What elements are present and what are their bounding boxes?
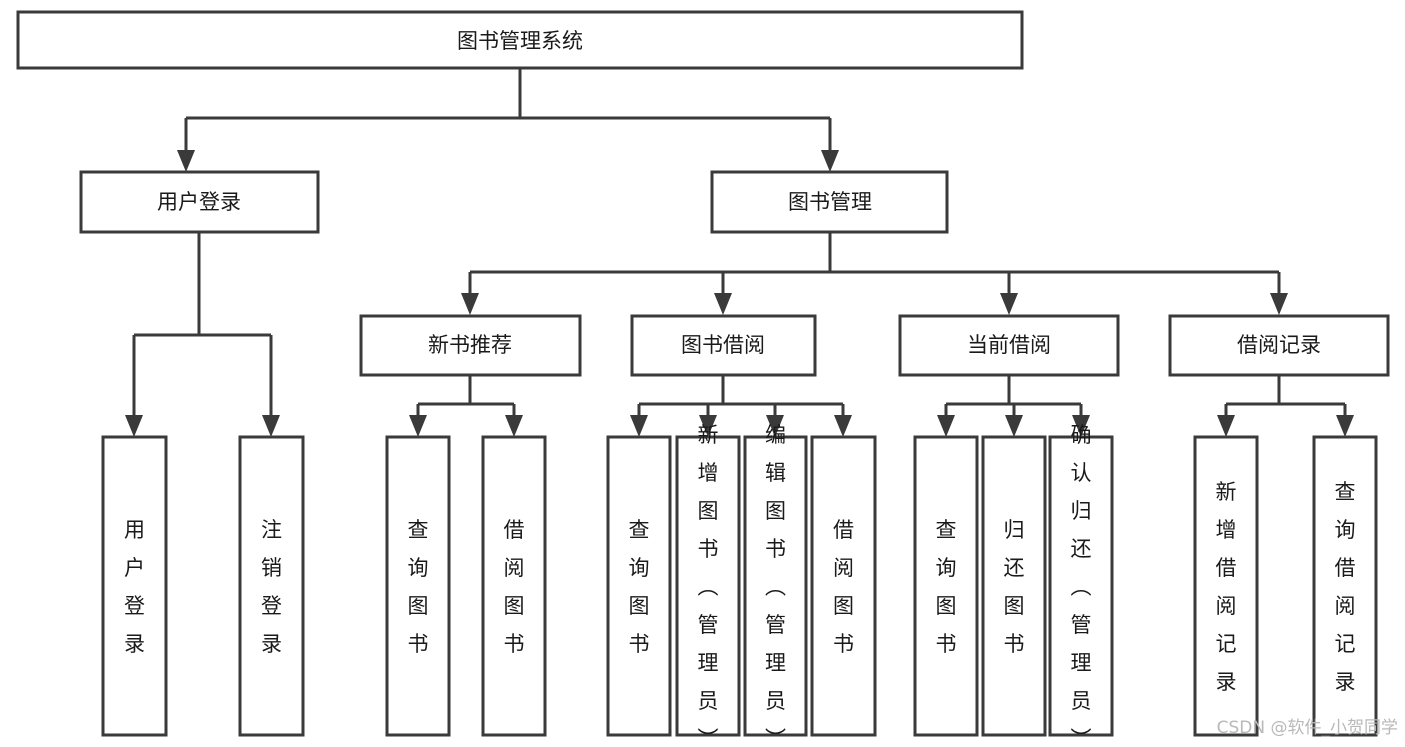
node-borrow-record[interactable]: 借阅记录: [1168, 314, 1390, 377]
node-root-box[interactable]: [16, 10, 1024, 70]
node-leaf-query-book-1-label: 查询图书: [408, 518, 429, 656]
arrowhead-user-login: [177, 150, 195, 172]
node-book-borrow[interactable]: 图书借阅: [630, 314, 817, 377]
node-leaf-confirm-return-admin-label: 确认归还︵管理员︶: [1071, 423, 1092, 747]
node-leaf-return-book-box[interactable]: [981, 435, 1047, 737]
arrowhead-borrow-record: [1270, 293, 1288, 315]
node-leaf-query-book-1[interactable]: 查询图书: [385, 435, 451, 737]
node-leaf-add-book-admin-label: 新增图书︵管理员︶: [698, 423, 719, 747]
node-book-borrow-box[interactable]: [630, 314, 817, 377]
node-new-book-recommend[interactable]: 新书推荐: [359, 314, 582, 377]
node-leaf-add-borrow-record-box[interactable]: [1193, 435, 1259, 737]
arrowhead-leaf-return-book: [1005, 415, 1023, 437]
arrowhead-book-manage: [821, 150, 839, 172]
node-borrow-record-box[interactable]: [1168, 314, 1390, 377]
node-leaf-borrow-book-2[interactable]: 借阅图书: [810, 435, 877, 737]
arrowhead-leaf-add-borrow-record: [1217, 415, 1235, 437]
connector-layer: [125, 68, 1354, 437]
node-leaf-query-book-3-label: 查询图书: [936, 518, 957, 656]
node-leaf-user-login[interactable]: 用户登录: [101, 435, 168, 737]
node-user-login-label: 用户登录: [157, 190, 241, 214]
arrowhead-leaf-query-book-1: [409, 415, 427, 437]
node-leaf-user-login-box[interactable]: [101, 435, 168, 737]
node-book-borrow-label: 图书借阅: [681, 333, 765, 357]
node-current-borrow[interactable]: 当前借阅: [898, 314, 1120, 377]
arrowhead-new-book-recommend: [461, 293, 479, 315]
node-root[interactable]: 图书管理系统: [16, 10, 1024, 70]
node-user-login[interactable]: 用户登录: [79, 170, 320, 234]
leaf-node-layer: 用户登录 注销登录 查询图书 借阅图书 查询图书 新增图书︵管理员︶ 编辑图书︵管理员︶ 借阅…: [101, 423, 1378, 747]
node-leaf-add-borrow-record[interactable]: 新增借阅记录: [1193, 435, 1259, 737]
node-root-label: 图书管理系统: [457, 29, 583, 53]
node-book-manage-box[interactable]: [710, 170, 949, 234]
node-book-manage[interactable]: 图书管理: [710, 170, 949, 234]
node-current-borrow-label: 当前借阅: [967, 333, 1051, 357]
node-current-borrow-box[interactable]: [898, 314, 1120, 377]
node-leaf-borrow-book-1[interactable]: 借阅图书: [481, 435, 547, 737]
node-leaf-edit-book-admin-label: 编辑图书︵管理员︶: [765, 423, 786, 747]
arrowhead-book-borrow: [714, 293, 732, 315]
node-leaf-borrow-book-2-box[interactable]: [810, 435, 877, 737]
arrowhead-leaf-user-login: [125, 415, 143, 437]
node-leaf-add-borrow-record-label: 新增借阅记录: [1216, 480, 1237, 694]
node-book-manage-label: 图书管理: [788, 190, 872, 214]
node-user-login-box[interactable]: [79, 170, 320, 234]
node-leaf-query-book-2-label: 查询图书: [629, 518, 650, 656]
node-leaf-edit-book-admin-box[interactable]: [743, 435, 808, 737]
node-leaf-query-book-3-box[interactable]: [913, 435, 979, 737]
node-leaf-user-login-label: 用户登录: [124, 518, 145, 656]
arrowhead-current-borrow: [1000, 293, 1018, 315]
node-leaf-query-borrow-record-box[interactable]: [1312, 435, 1378, 737]
arrowhead-leaf-borrow-book-1: [505, 415, 523, 437]
node-new-book-recommend-label: 新书推荐: [428, 333, 512, 357]
node-new-book-recommend-box[interactable]: [359, 314, 582, 377]
node-leaf-add-book-admin[interactable]: 新增图书︵管理员︶: [675, 423, 741, 747]
watermark-label: CSDN @软件_小贺同学: [1217, 718, 1398, 738]
node-leaf-return-book[interactable]: 归还图书: [981, 435, 1047, 737]
arrowhead-leaf-borrow-book-2: [834, 415, 852, 437]
node-leaf-borrow-book-1-label: 借阅图书: [504, 518, 525, 656]
arrowhead-leaf-query-book-2: [630, 415, 648, 437]
node-leaf-query-book-2-box[interactable]: [606, 435, 672, 737]
node-leaf-edit-book-admin[interactable]: 编辑图书︵管理员︶: [743, 423, 808, 747]
node-leaf-add-book-admin-box[interactable]: [675, 435, 741, 737]
node-leaf-confirm-return-admin-box[interactable]: [1048, 435, 1114, 737]
node-leaf-logout[interactable]: 注销登录: [238, 435, 305, 737]
node-leaf-borrow-book-1-box[interactable]: [481, 435, 547, 737]
node-borrow-record-label: 借阅记录: [1237, 333, 1321, 357]
node-leaf-logout-label: 注销登录: [261, 518, 282, 656]
arrowhead-leaf-query-book-3: [937, 415, 955, 437]
arrowhead-leaf-query-borrow-record: [1336, 415, 1354, 437]
node-leaf-logout-box[interactable]: [238, 435, 305, 737]
arrowhead-leaf-logout: [262, 415, 280, 437]
node-leaf-query-book-1-box[interactable]: [385, 435, 451, 737]
node-leaf-borrow-book-2-label: 借阅图书: [833, 518, 854, 656]
node-leaf-query-borrow-record[interactable]: 查询借阅记录: [1312, 435, 1378, 737]
node-leaf-confirm-return-admin[interactable]: 确认归还︵管理员︶: [1048, 423, 1114, 747]
node-leaf-query-borrow-record-label: 查询借阅记录: [1335, 480, 1356, 694]
node-leaf-query-book-3[interactable]: 查询图书: [913, 435, 979, 737]
node-leaf-return-book-label: 归还图书: [1004, 518, 1025, 656]
node-leaf-query-book-2[interactable]: 查询图书: [606, 435, 672, 737]
